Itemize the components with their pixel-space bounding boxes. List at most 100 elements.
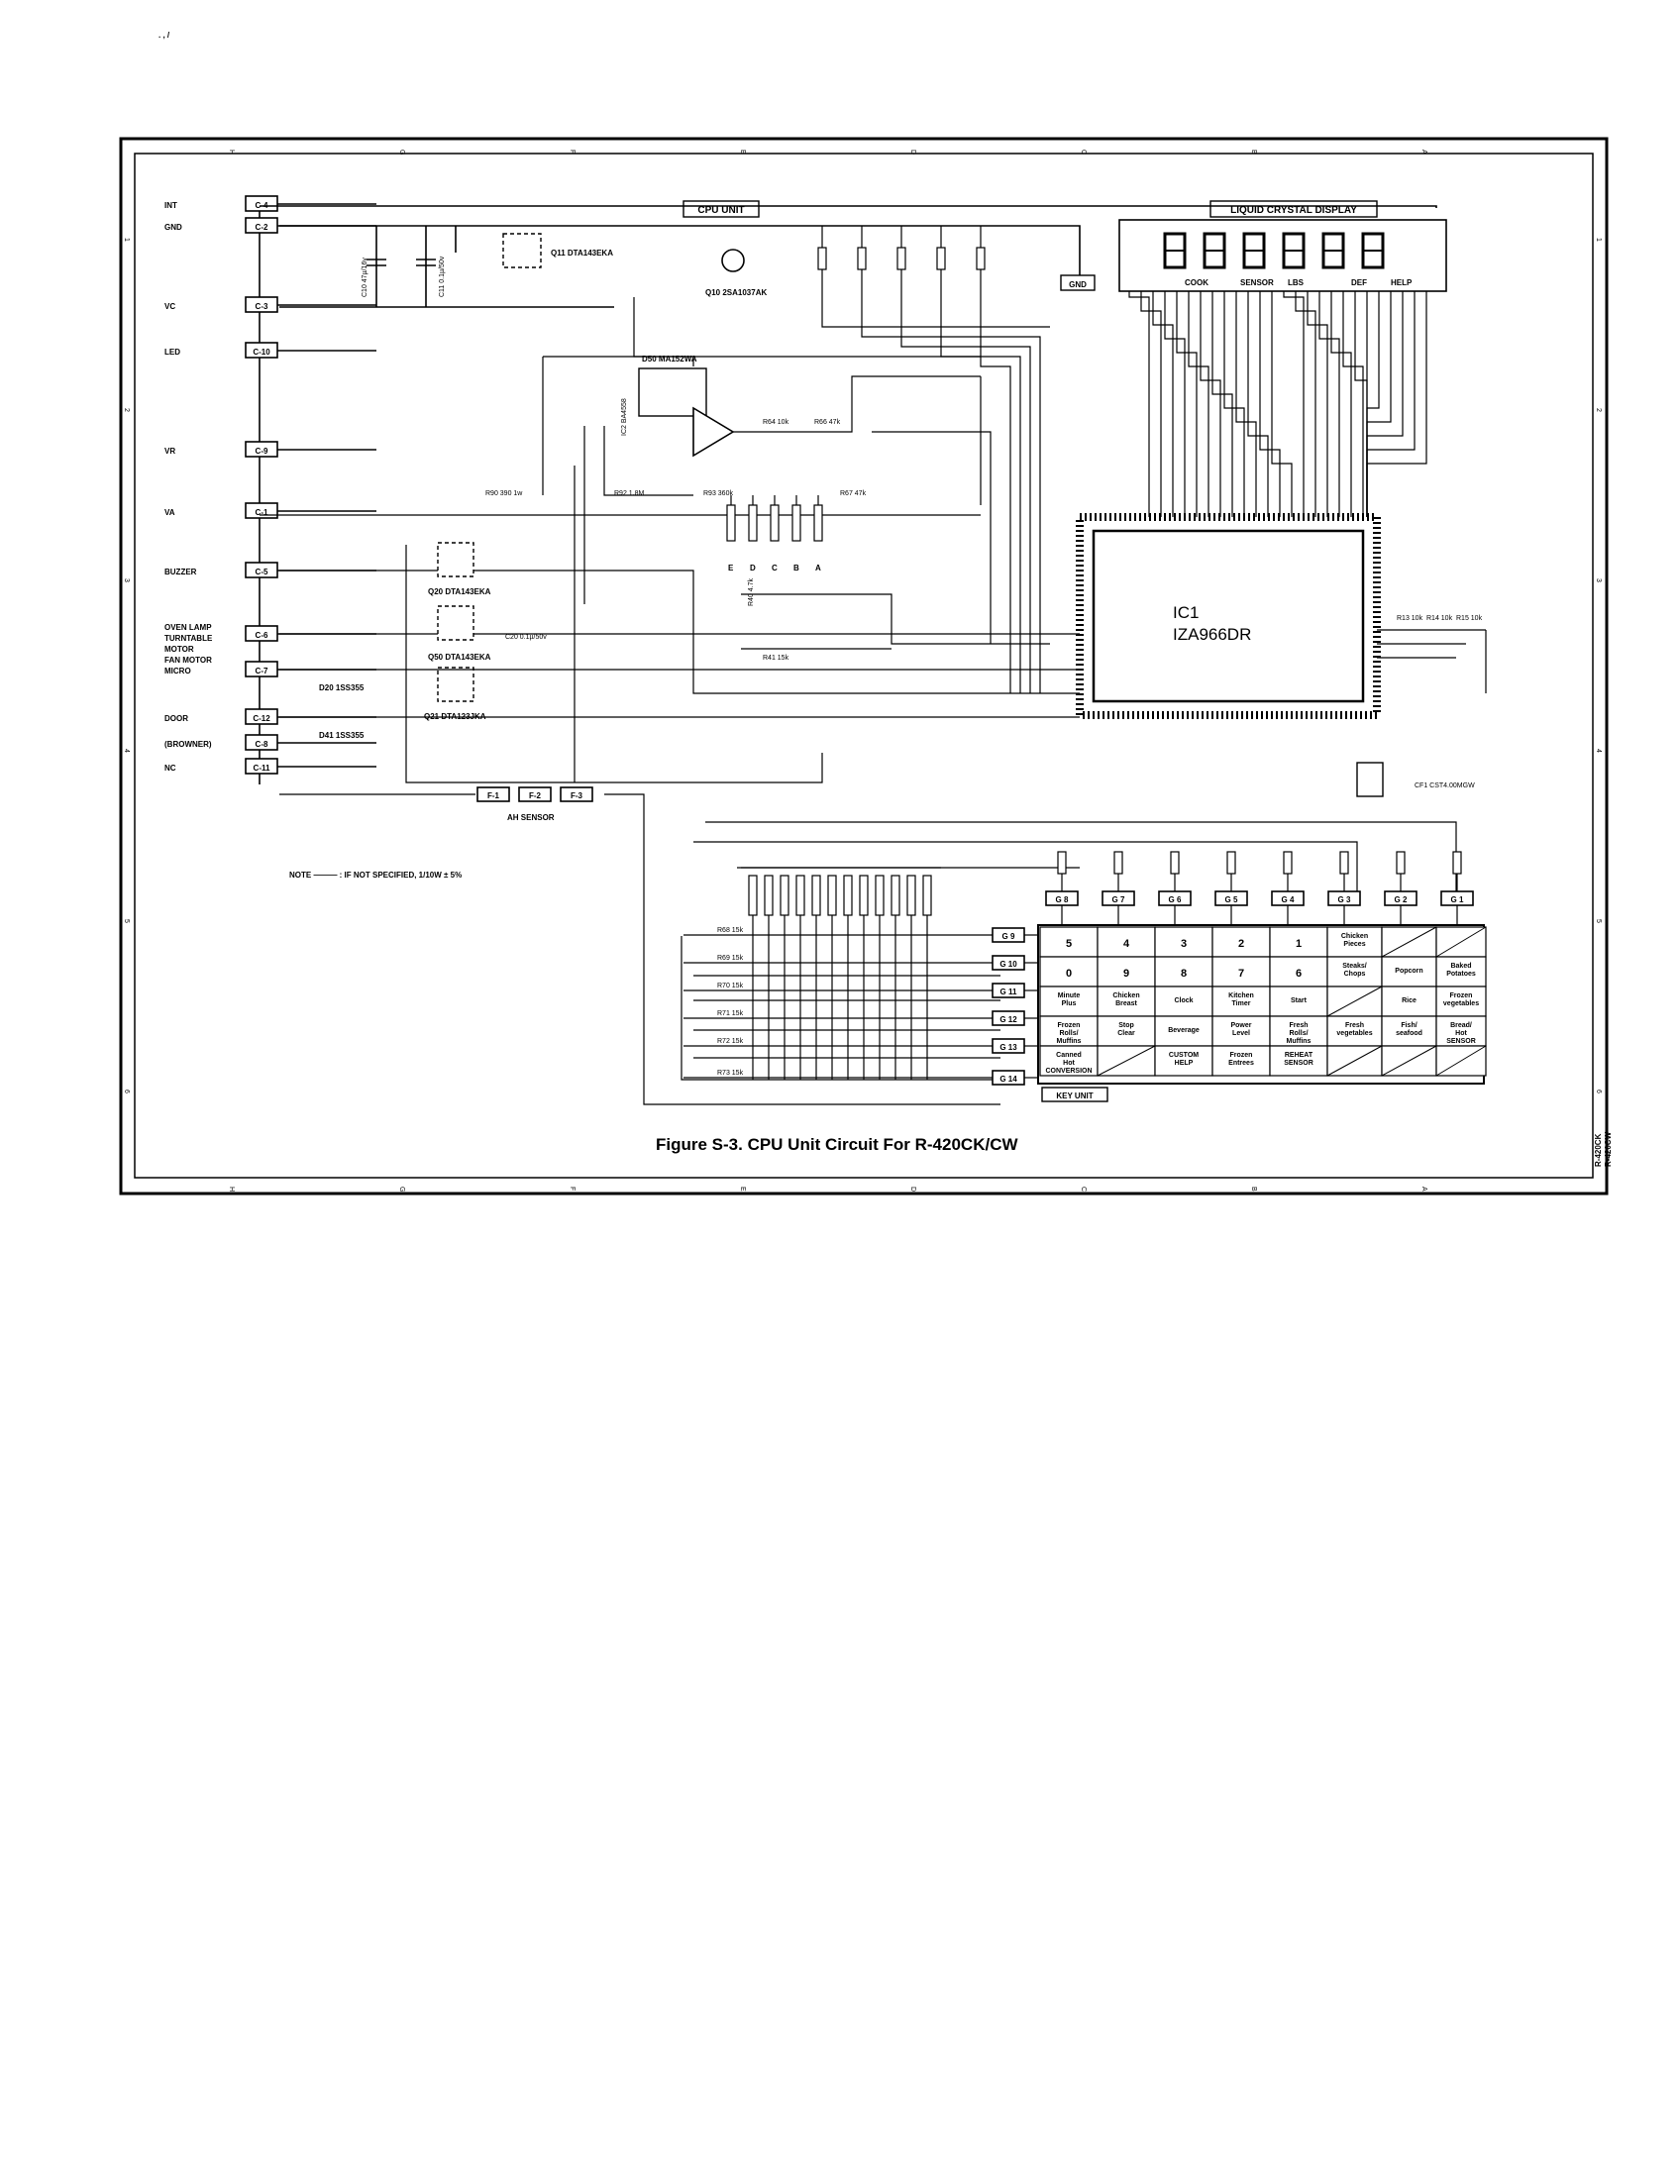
ladder-resistor (770, 504, 780, 542)
key-label: Rolls/ (1059, 1030, 1078, 1037)
key-cell (1039, 926, 1099, 958)
key-cell (1039, 1045, 1099, 1077)
ic1-name: IC1 (1173, 603, 1199, 622)
scan-line-label: G 9 (1002, 932, 1015, 941)
bank-resistor (922, 875, 932, 916)
key-6: 6 (1296, 968, 1302, 980)
lcd-bus-line (1283, 291, 1305, 517)
ic1-pins-outer (1076, 513, 1381, 719)
key-label: Potatoes (1446, 971, 1476, 978)
lcd-bus-line (1200, 291, 1221, 517)
lcd-bus-line (1307, 291, 1328, 517)
key-cell (1381, 956, 1437, 988)
frame-row-6: 6 (123, 1090, 130, 1093)
key-blank-slash (1097, 1045, 1156, 1077)
key-unit-label: KEY UNIT (1056, 1092, 1093, 1100)
key-label: Rolls/ (1289, 1030, 1308, 1037)
sensor-pin-f-2 (518, 786, 552, 802)
frame-col-H: H (228, 150, 235, 155)
key-label: Minute (1058, 992, 1081, 999)
cpu-unit-box (682, 200, 760, 218)
key-label: Entrees (1228, 1060, 1254, 1067)
resistor-bank (741, 867, 941, 1080)
lcd-bus-line (1176, 291, 1198, 517)
key-7: 7 (1238, 968, 1244, 980)
key-label: Stop (1118, 1022, 1134, 1029)
ladder-resistor (813, 504, 823, 542)
grid-resistor (1113, 851, 1123, 875)
bank-resistor (843, 875, 853, 916)
ladder-tap-C: C (772, 564, 778, 572)
sensor-pin-f-1 (476, 786, 510, 802)
frame-row-right-1: 1 (1595, 238, 1602, 242)
frame-row-3: 3 (123, 578, 130, 582)
connector-label: MICRO (164, 667, 191, 676)
diode-d50 (638, 367, 707, 417)
key-label: Frozen (1230, 1052, 1253, 1059)
key-8: 8 (1181, 968, 1187, 980)
bank-resistor (906, 875, 916, 916)
key-label: Fresh (1289, 1022, 1308, 1029)
grid-driver-label: G 4 (1282, 895, 1295, 904)
ladder-resistor (791, 504, 801, 542)
lcd-bus (1128, 291, 1427, 517)
lcd-bus-line (1128, 291, 1150, 517)
lcd-legend-sensor: SENSOR (1240, 278, 1274, 287)
c11-label: C11 0.1µ/50v (439, 256, 446, 297)
bank-resistor (875, 875, 885, 916)
lcd-legend-help: HELP (1391, 278, 1413, 287)
key-5: 5 (1066, 938, 1072, 950)
key-label: Steaks/ (1342, 963, 1367, 970)
grid-resistor (1170, 851, 1180, 875)
key-cell (1211, 1045, 1271, 1077)
key-blank-slash (1435, 926, 1487, 958)
key-label: REHEAT (1285, 1052, 1313, 1059)
scan-resistor-label: R71 15k (717, 1010, 744, 1017)
lcd-bus-line (1342, 291, 1364, 517)
frame-col-bottom-H: H (228, 1187, 235, 1192)
connector-id: C-3 (256, 302, 268, 311)
key-cell (1435, 1015, 1487, 1047)
note-text: NOTE ——— : IF NOT SPECIFIED, 1/10W ± 5% (289, 871, 462, 880)
frame-row-right-3: 3 (1595, 578, 1602, 582)
frame-row-5: 5 (123, 919, 130, 923)
grid-driver-label: G 3 (1338, 895, 1351, 904)
frame-col-bottom-D: D (909, 1187, 916, 1192)
key-label: CUSTOM (1169, 1052, 1199, 1059)
lcd-bus-line (1140, 291, 1162, 517)
connector-label: BUZZER (164, 568, 197, 576)
bank-resistor (748, 875, 758, 916)
ladder-tap-B: B (793, 564, 799, 572)
q20-label: Q20 DTA143EKA (428, 587, 491, 596)
connector-label: GND (164, 223, 182, 232)
key-cell (1211, 926, 1271, 958)
bank-resistor (795, 875, 805, 916)
c20-label: C20 0.1µ/50v (505, 634, 547, 641)
key-label: Hot (1063, 1060, 1075, 1067)
scan-marks: . , / (158, 31, 170, 40)
q11-label: Q11 DTA143EKA (551, 249, 613, 258)
bank-resistor (764, 875, 774, 916)
grid-driver-label: G 7 (1112, 895, 1125, 904)
key-label: Popcorn (1395, 968, 1422, 975)
lcd-bus-line (1366, 291, 1404, 517)
lcd-bus-line (1354, 291, 1368, 517)
key-cell (1381, 986, 1437, 1017)
d20-label: D20 1SS355 (319, 683, 365, 692)
key-label: Level (1232, 1030, 1250, 1037)
key-1: 1 (1296, 938, 1302, 950)
key-label: SENSOR (1446, 1038, 1476, 1045)
key-label: Beverage (1168, 1027, 1200, 1034)
key-label: vegetables (1336, 1030, 1372, 1037)
key-cell (1435, 956, 1487, 988)
transistor-q11 (502, 233, 542, 268)
frame-row-2: 2 (123, 408, 130, 412)
frame-col-G: G (398, 150, 405, 155)
ladder-tap-A: A (815, 564, 821, 572)
frame-col-D: D (909, 150, 916, 155)
sensor-pin-label: F-1 (487, 791, 500, 800)
c10-label: C10 47µ/16v (362, 258, 368, 297)
